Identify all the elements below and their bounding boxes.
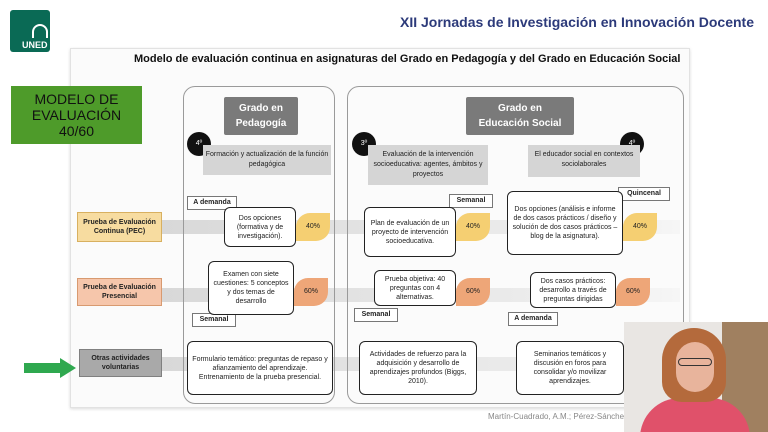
social-pec1-text: Plan de evaluación de un proyecto de int… [370, 219, 450, 245]
model-line2: EVALUACIÓN [31, 107, 122, 123]
pedagogia-pec-card: Dos opciones (formativa y de investigaci… [224, 207, 296, 247]
tag-a-demanda-pedagogia: A demanda [187, 196, 237, 210]
social-pres2-card: Dos casos prácticos: desarrollo a través… [530, 272, 616, 308]
row-label-pec-text: Prueba de Evaluación Continua (PEC) [83, 219, 156, 235]
tag-a-demanda-social: A demanda [508, 312, 558, 326]
pedagogia-presencial-weight: 60% [294, 278, 328, 306]
tag-semanal-pedagogia: Semanal [192, 313, 236, 327]
pedagogia-head-line1: Grado en [239, 103, 283, 114]
pedagogia-presencial-text: Examen con siete cuestiones: 5 conceptos… [213, 271, 289, 305]
social-pres1-card: Prueba objetiva: 40 preguntas con 4 alte… [374, 270, 456, 306]
logo-mark-icon [32, 24, 48, 38]
social-pec1-weight: 40% [456, 213, 490, 241]
social-otras2-card: Seminarios temáticos y discusión en foro… [516, 341, 624, 395]
row-label-presencial-text: Prueba de Evaluación Presencial [83, 284, 156, 300]
row-label-otras-text: Otras actividades voluntarias [91, 355, 150, 371]
social-pec1-card: Plan de evaluación de un proyecto de int… [364, 207, 456, 257]
webcam-person-face [676, 342, 714, 392]
model-line1: MODELO DE [34, 91, 119, 107]
social-otras1-text: Actividades de refuerzo para la adquisic… [369, 351, 467, 385]
panel-pedagogia [183, 86, 335, 404]
pedagogia-presencial-card: Examen con siete cuestiones: 5 conceptos… [208, 261, 294, 315]
social-pec2-text: Dos opciones (análisis e informe de dos … [512, 206, 618, 240]
pedagogia-course: Formación y actualización de la función … [203, 145, 331, 175]
pedagogia-pec-weight: 40% [296, 213, 330, 241]
model-box: MODELO DE EVALUACIÓN 40/60 [11, 86, 142, 144]
social-pres1-text: Prueba objetiva: 40 preguntas con 4 alte… [384, 275, 446, 301]
pedagogia-otras-text: Formulario temático: preguntas de repaso… [192, 355, 328, 381]
social-pec2-weight: 40% [623, 213, 657, 241]
social-course1: Evaluación de la intervención socioeduca… [368, 145, 488, 185]
webcam-video [624, 322, 768, 432]
social-head-line2: Educación Social [478, 118, 562, 129]
webcam-person-body [640, 398, 750, 432]
social-head-line1: Grado en [498, 103, 542, 114]
social-header: Grado en Educación Social [466, 97, 574, 135]
tag-quincenal: Quincenal [618, 187, 670, 201]
tag-semanal-social1: Semanal [449, 194, 493, 208]
social-pres2-weight: 60% [616, 278, 650, 306]
model-line3: 40/60 [58, 123, 95, 139]
slide-title: Modelo de evaluación continua en asignat… [134, 53, 681, 65]
social-otras1-card: Actividades de refuerzo para la adquisic… [359, 341, 477, 395]
pedagogia-otras-card: Formulario temático: preguntas de repaso… [187, 341, 333, 395]
social-pres2-text: Dos casos prácticos: desarrollo a través… [539, 277, 607, 303]
row-label-pec: Prueba de Evaluación Continua (PEC) [77, 212, 162, 242]
pedagogia-pec-text: Dos opciones (formativa y de investigaci… [236, 214, 284, 240]
social-course2: El educador social en contextos sociolab… [528, 145, 640, 177]
social-pec2-card: Dos opciones (análisis e informe de dos … [507, 191, 623, 255]
row-label-presencial: Prueba de Evaluación Presencial [77, 278, 162, 306]
webcam-glasses [678, 358, 712, 366]
pedagogia-head-line2: Pedagogía [235, 118, 287, 129]
row-label-otras: Otras actividades voluntarias [79, 349, 162, 377]
pedagogia-header: Grado en Pedagogía [224, 97, 298, 135]
logo-text: UNED [22, 40, 48, 50]
uned-logo: UNED [10, 10, 50, 52]
arrow-right-icon [24, 358, 76, 378]
panel-educacion-social [347, 86, 684, 404]
footer-citation: Martín-Cuadrado, A.M.; Pérez-Sánchez [488, 412, 629, 421]
header-title: XII Jornadas de Investigación en Innovac… [400, 14, 754, 30]
social-pres1-weight: 60% [456, 278, 490, 306]
social-otras2-text: Seminarios temáticos y discusión en foro… [533, 351, 607, 385]
tag-semanal-social2: Semanal [354, 308, 398, 322]
